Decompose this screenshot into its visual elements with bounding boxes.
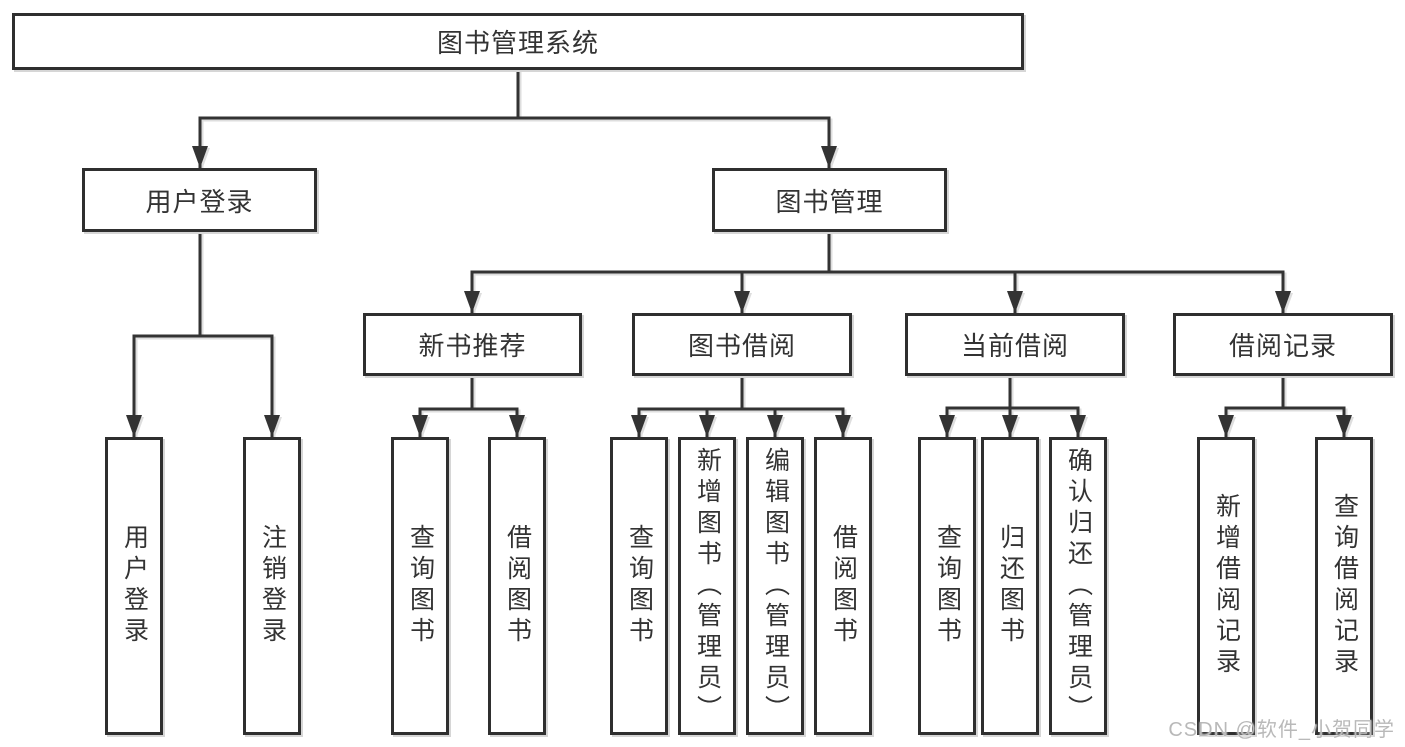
arrow-lines — [126, 116, 1352, 439]
node-current-borrow-label: 当前借阅 — [960, 331, 1069, 361]
leaf-current-query-books-label: 查询图书 — [933, 524, 962, 648]
leaf-add-book-admin: 新增图书（管理员） — [678, 437, 736, 735]
leaf-edit-book-admin: 编辑图书（管理员） — [746, 437, 804, 735]
leaf-confirm-return-admin: 确认归还（管理员） — [1049, 437, 1107, 735]
node-root-label: 图书管理系统 — [436, 28, 599, 58]
node-root: 图书管理系统 — [12, 13, 1024, 70]
node-book-management-label: 图书管理 — [775, 186, 884, 217]
node-book-borrow-label: 图书借阅 — [687, 331, 796, 361]
leaf-query-borrow-record: 查询借阅记录 — [1315, 437, 1373, 735]
leaf-borrow-query-books-label: 查询图书 — [625, 524, 654, 648]
leaf-rec-borrow-books: 借阅图书 — [488, 437, 546, 735]
node-user-login-label: 用户登录 — [145, 186, 254, 217]
leaf-add-borrow-record-label: 新增借阅记录 — [1212, 493, 1241, 679]
leaf-user-login-label: 用户登录 — [120, 524, 149, 648]
leaf-borrow-query-books: 查询图书 — [610, 437, 668, 735]
leaf-return-books: 归还图书 — [981, 437, 1039, 735]
node-user-login: 用户登录 — [82, 168, 317, 232]
leaf-edit-book-admin-label: 编辑图书（管理员） — [761, 446, 790, 726]
leaf-rec-query-books: 查询图书 — [391, 437, 449, 735]
leaf-logout-label: 注销登录 — [258, 524, 287, 648]
leaf-user-login: 用户登录 — [105, 437, 163, 735]
leaf-confirm-return-admin-label: 确认归还（管理员） — [1064, 446, 1093, 726]
leaf-logout: 注销登录 — [243, 437, 301, 735]
leaf-borrow-borrow-books: 借阅图书 — [814, 437, 872, 735]
node-book-borrow: 图书借阅 — [632, 313, 852, 376]
plain-lines — [132, 68, 1346, 411]
leaf-current-query-books: 查询图书 — [918, 437, 976, 735]
leaf-rec-query-books-label: 查询图书 — [406, 524, 435, 648]
leaf-return-books-label: 归还图书 — [996, 524, 1025, 648]
leaf-rec-borrow-books-label: 借阅图书 — [503, 524, 532, 648]
leaf-query-borrow-record-label: 查询借阅记录 — [1330, 493, 1359, 679]
leaf-add-borrow-record: 新增借阅记录 — [1197, 437, 1255, 735]
node-new-book-recommend-label: 新书推荐 — [418, 331, 527, 361]
csdn-watermark: CSDN @软件_小贺同学 — [1168, 719, 1395, 741]
leaf-borrow-borrow-books-label: 借阅图书 — [829, 524, 858, 648]
node-borrow-records-label: 借阅记录 — [1228, 331, 1337, 361]
node-new-book-recommend: 新书推荐 — [363, 313, 582, 376]
node-book-management: 图书管理 — [712, 168, 947, 232]
node-current-borrow: 当前借阅 — [905, 313, 1125, 376]
leaf-add-book-admin-label: 新增图书（管理员） — [693, 446, 722, 726]
node-borrow-records: 借阅记录 — [1173, 313, 1393, 376]
